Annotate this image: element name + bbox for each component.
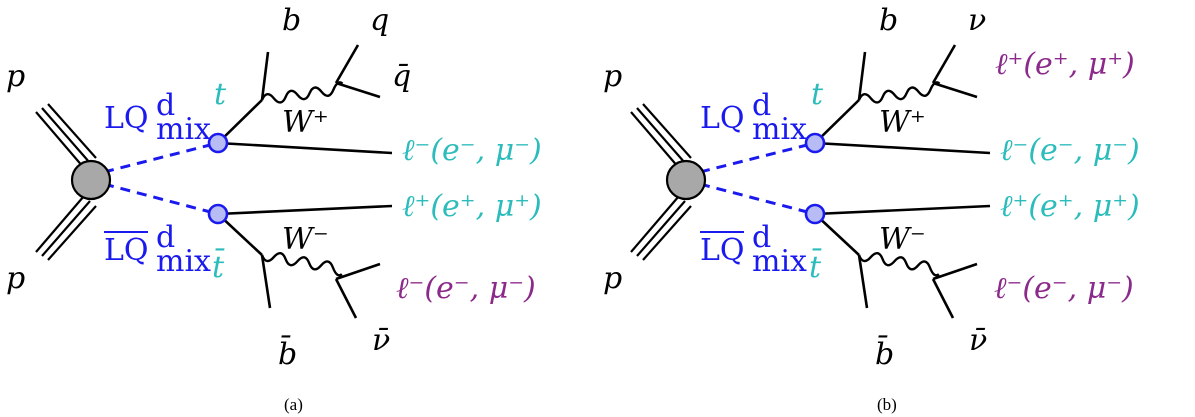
lqbar-propagator (103, 182, 219, 216)
w-plus-label: W⁺ (282, 105, 329, 140)
vertex-bottom (207, 203, 229, 225)
w-plus-out-2 (335, 81, 381, 99)
b-quark-label-top: b (282, 3, 301, 38)
top-quark-label: t (811, 77, 824, 112)
proton-line-bottom (630, 195, 692, 261)
vertex-top (804, 132, 826, 154)
lepton-label-w-bottom: ℓ⁻(e⁻, μ⁻) (396, 271, 536, 306)
proton-line-bottom (35, 195, 97, 261)
lq-propagator (699, 141, 816, 174)
proton-label-bottom: p (603, 261, 622, 296)
w-plus-out-1 (334, 44, 360, 84)
svg-text:LQ: LQ (700, 101, 745, 136)
b-quark-label-bottom: b̄ (875, 334, 894, 372)
proton-label-top: p (6, 59, 25, 94)
proton-line-top (35, 103, 97, 169)
svg-text:d: d (156, 88, 175, 123)
svg-text:d: d (156, 220, 175, 255)
w-plus-out-1 (931, 44, 957, 84)
antitop-quark-label: t̄ (212, 247, 225, 285)
b-quark-line-bottom (260, 254, 272, 309)
w-minus-out-2 (931, 278, 955, 319)
w-minus-boson (260, 252, 343, 277)
b-quark-line-top (857, 51, 867, 101)
w-minus-out-label: ν̄ (969, 323, 987, 358)
svg-text:mix: mix (156, 244, 211, 279)
lepton-label-bottom: ℓ⁺(e⁺, μ⁺) (402, 189, 542, 224)
w-plus-out-label-1: ν (968, 3, 986, 38)
lepton-label-top: ℓ⁻(e⁻, μ⁻) (402, 133, 542, 168)
w-minus-out-1 (335, 262, 381, 281)
b-quark-label-top: b (879, 3, 898, 38)
diagram-b: p p LQ d mix LQ d mix t t̄ b b̄ W⁺ W⁻ ν … (603, 3, 1140, 414)
w-minus-out-2 (334, 278, 358, 319)
w-minus-out-1 (932, 262, 978, 281)
vertex-top (207, 132, 229, 154)
caption-b: (b) (877, 395, 897, 414)
proton-line-top (630, 103, 692, 169)
w-plus-out-label-2: q̄ (392, 59, 411, 94)
w-minus-boson (857, 252, 940, 277)
interaction-blob (665, 159, 707, 201)
svg-text:mix: mix (752, 244, 807, 279)
lqbar-propagator (699, 182, 816, 216)
lepton-line-top (217, 141, 393, 155)
lq-propagator (103, 141, 219, 174)
lqbar-label: LQ d mix (104, 220, 211, 279)
lq-label: LQ d mix (700, 88, 807, 147)
diagram-a: p p LQ d mix LQ d mix t t̄ b b̄ W⁺ W⁻ q … (6, 3, 542, 414)
svg-text:LQ: LQ (104, 101, 149, 136)
w-minus-label: W⁻ (879, 222, 926, 257)
vertex-bottom (804, 203, 826, 225)
b-quark-line-top (260, 51, 270, 101)
svg-text:d: d (752, 88, 771, 123)
lepton-line-bottom (814, 204, 991, 216)
interaction-blob (70, 159, 112, 201)
w-plus-boson (260, 81, 344, 104)
b-quark-line-bottom (857, 254, 869, 309)
caption-a: (a) (284, 395, 303, 414)
svg-text:mix: mix (752, 112, 807, 147)
lepton-label-top: ℓ⁻(e⁻, μ⁻) (1000, 133, 1140, 168)
w-minus-label: W⁻ (282, 222, 329, 257)
svg-text:mix: mix (156, 112, 211, 147)
proton-label-top: p (603, 59, 622, 94)
w-plus-label: W⁺ (879, 105, 926, 140)
lepton-line-top (814, 141, 991, 155)
w-plus-out-label-1: q (370, 3, 389, 38)
w-plus-out-2 (932, 81, 978, 99)
svg-text:LQ: LQ (700, 233, 745, 268)
antitop-quark-label: t̄ (809, 247, 822, 285)
w-plus-boson (857, 81, 941, 104)
proton-label-bottom: p (6, 261, 25, 296)
lepton-label-w-bottom: ℓ⁻(e⁻, μ⁻) (994, 271, 1134, 306)
top-quark-label: t (214, 77, 227, 112)
w-minus-out-label: ν̄ (372, 323, 390, 358)
lepton-line-bottom (217, 204, 393, 216)
lqbar-label: LQ d mix (700, 220, 807, 279)
svg-text:d: d (752, 220, 771, 255)
lq-label: LQ d mix (104, 88, 211, 147)
svg-text:LQ: LQ (104, 233, 149, 268)
w-plus-lepton-label: ℓ⁺(e⁺, μ⁺) (995, 47, 1135, 82)
lepton-label-bottom: ℓ⁺(e⁺, μ⁺) (1000, 189, 1140, 224)
b-quark-label-bottom: b̄ (278, 334, 297, 372)
